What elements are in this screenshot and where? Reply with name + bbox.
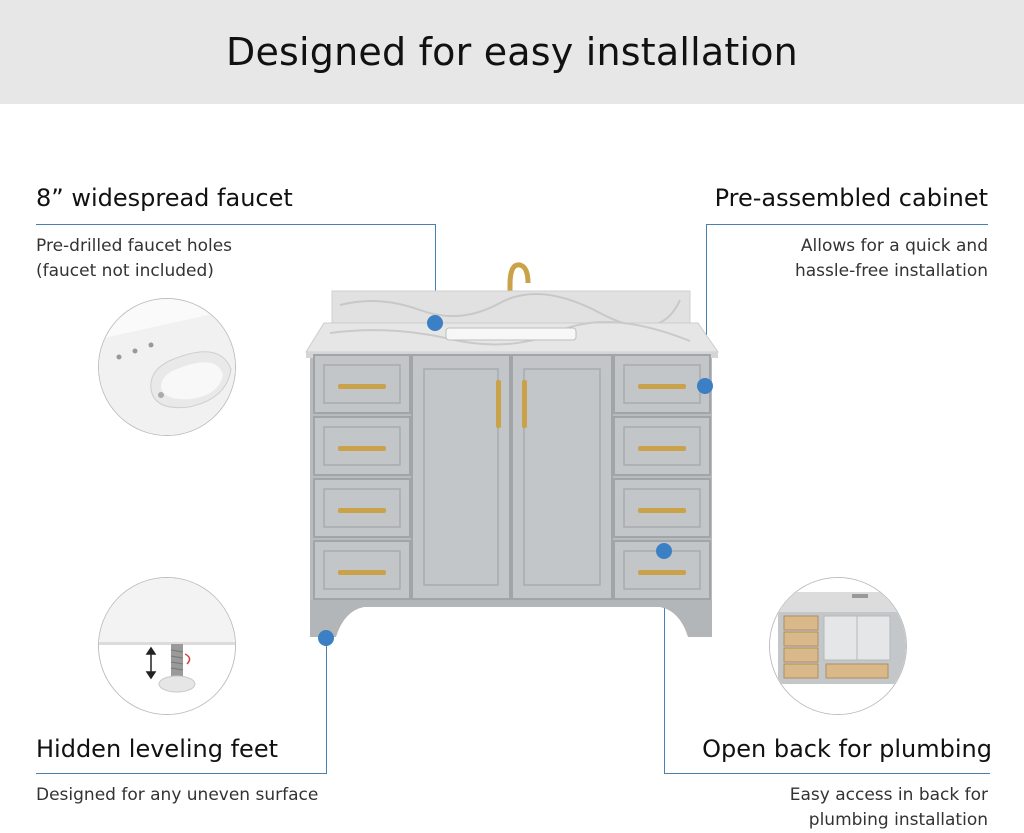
leader-line-faucet-h: [36, 224, 436, 225]
feature-desc-cabinet: Allows for a quick and hassle-free insta…: [794, 236, 988, 281]
callout-dot-feet: [318, 630, 334, 646]
feature-title-feet: Hidden leveling feet: [36, 735, 278, 763]
leveling-foot-image: [98, 577, 236, 715]
callout-dot-faucet: [427, 315, 443, 331]
page-title: Designed for easy installation: [226, 30, 798, 74]
leader-line-cabinet-h: [706, 224, 988, 225]
leader-line-faucet-v: [435, 224, 436, 322]
leader-line-back-v: [664, 552, 665, 773]
feature-title-back: Open back for plumbing: [702, 735, 992, 763]
feature-desc-faucet: Pre-drilled faucet holes (faucet not inc…: [36, 236, 233, 281]
leader-line-feet-h: [36, 773, 327, 774]
adjust-arrow-icon: [145, 646, 157, 680]
leader-line-back-h: [664, 773, 990, 774]
feature-desc-feet: Designed for any uneven surface: [36, 785, 319, 805]
feature-title-cabinet: Pre-assembled cabinet: [714, 184, 988, 212]
leader-line-feet-v: [326, 637, 327, 773]
vanity-product-image: [305, 262, 719, 637]
header-banner: Designed for easy installation: [0, 0, 1024, 104]
callout-dot-cabinet: [697, 378, 713, 394]
feature-title-faucet: 8” widespread faucet: [36, 184, 293, 212]
leader-line-cabinet-v: [706, 224, 707, 384]
callout-dot-back: [656, 543, 672, 559]
feature-desc-back: Easy access in back for plumbing install…: [789, 785, 988, 830]
sink-closeup-image: [98, 298, 236, 436]
open-back-image: [769, 577, 907, 715]
